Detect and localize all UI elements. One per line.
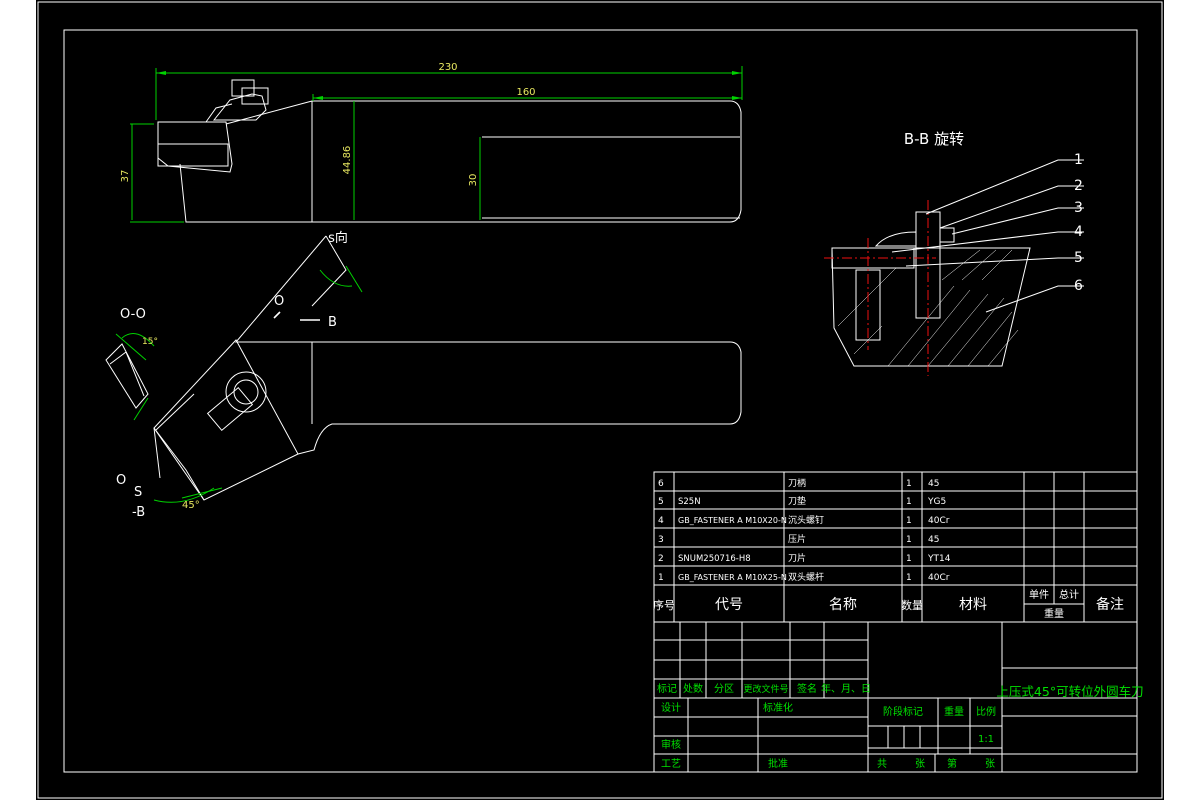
svg-text:40Cr: 40Cr (928, 573, 950, 583)
svg-text:S25N: S25N (678, 497, 701, 507)
tb-label-approve: 批准 (768, 757, 788, 770)
plan-view (105, 235, 742, 503)
tb-sheet-no-label: 第 (947, 757, 957, 770)
dim-height-2: 44.86 (342, 146, 353, 175)
svg-text:1: 1 (658, 573, 664, 583)
bom-header-no: 序号 (653, 598, 675, 612)
angle-15: 15° (142, 337, 158, 347)
bom-row-4: 4 GB_FASTENER A M10X20-N 沉头螺钉 1 40Cr (658, 515, 950, 526)
bom-row-1: 1 GB_FASTENER A M10X25-N 双头螺杆 1 40Cr (658, 571, 950, 583)
section-title: B-B 旋转 (904, 130, 964, 148)
bom-grid (653, 471, 1138, 623)
svg-text:1: 1 (906, 516, 912, 526)
balloon-1: 1 (1074, 152, 1083, 168)
section-mark-s: S (134, 485, 142, 500)
bom-header-name: 名称 (829, 597, 857, 613)
svg-text:4: 4 (658, 516, 664, 526)
tb-label-scale: 比例 (976, 705, 996, 718)
tb-label-count: 处数 (683, 682, 703, 695)
svg-text:SNUM250716-H8: SNUM250716-H8 (678, 554, 751, 564)
outer-frame (37, 1, 1163, 799)
svg-text:刀片: 刀片 (788, 552, 806, 564)
svg-text:GB_FASTENER A M10X25-N: GB_FASTENER A M10X25-N (678, 573, 787, 582)
section-bb (824, 159, 1084, 376)
tb-scale-value: 1:1 (978, 734, 994, 745)
svg-text:6: 6 (658, 479, 664, 489)
svg-text:双头螺杆: 双头螺杆 (788, 571, 824, 583)
bom-header-total: 总计 (1059, 588, 1079, 601)
balloon-4: 4 (1074, 224, 1083, 240)
dim-height: 37 (120, 170, 131, 183)
tb-sheet-unit-1: 张 (915, 758, 925, 770)
bom-header-remark: 备注 (1096, 596, 1124, 613)
svg-text:45: 45 (928, 535, 939, 545)
svg-text:1: 1 (906, 554, 912, 564)
balloon-5: 5 (1074, 250, 1083, 266)
tb-label-change-doc: 更改文件号 (743, 683, 788, 695)
svg-text:YG5: YG5 (927, 497, 946, 507)
section-mark-o: O (274, 294, 284, 309)
svg-text:3: 3 (658, 535, 664, 545)
tb-label-zone: 分区 (714, 683, 734, 695)
bom-header-weight: 重量 (1044, 607, 1064, 620)
svg-text:1: 1 (906, 573, 912, 583)
balloon-2: 2 (1074, 178, 1083, 194)
drawing-title: 上压式45°可转位外圆车刀 (996, 684, 1143, 699)
tb-label-sign: 签名 (797, 682, 817, 695)
bom-header-unit: 单件 (1029, 589, 1049, 601)
bom-row-3: 3 压片 1 45 (658, 533, 939, 545)
bom-row-6: 6 刀柄 1 45 (658, 477, 939, 489)
svg-text:沉头螺钉: 沉头螺钉 (788, 515, 824, 526)
bom-row-2: 2 SNUM250716-H8 刀片 1 YT14 (658, 552, 951, 564)
tb-sheet-unit-2: 张 (985, 758, 995, 770)
drawing-sheet: 230 160 37 44.86 30 s向 O B O-O 15° O S -… (36, 0, 1164, 800)
tb-sheet-total-label: 共 (877, 758, 887, 770)
svg-text:45: 45 (928, 479, 939, 489)
section-mark-b-low: -B (132, 505, 145, 520)
svg-text:刀垫: 刀垫 (788, 495, 806, 507)
svg-text:YT14: YT14 (927, 554, 951, 564)
angle-45: 45° (182, 500, 200, 511)
tb-label-stage: 阶段标记 (883, 705, 923, 718)
section-mark-b: B (328, 315, 337, 330)
tb-label-standard: 标准化 (763, 701, 793, 714)
dim-shank-length: 160 (516, 87, 535, 98)
tb-label-mark: 标记 (657, 683, 677, 695)
bom-header-qty: 数量 (901, 599, 923, 612)
svg-text:刀柄: 刀柄 (788, 477, 806, 489)
svg-text:1: 1 (906, 497, 912, 507)
inner-frame (63, 29, 1138, 773)
svg-text:5: 5 (658, 497, 664, 507)
title-block-grid (653, 621, 1138, 773)
tb-label-weight: 重量 (944, 705, 964, 718)
svg-text:40Cr: 40Cr (928, 516, 950, 526)
detail-label-oo: O-O (120, 307, 146, 322)
svg-text:GB_FASTENER A M10X20-N: GB_FASTENER A M10X20-N (678, 516, 787, 525)
tb-label-review: 审核 (661, 738, 681, 751)
side-view (130, 66, 743, 223)
bom-row-5: 5 S25N 刀垫 1 YG5 (658, 495, 946, 507)
drawing-svg: 230 160 37 44.86 30 s向 O B O-O 15° O S -… (37, 1, 1163, 799)
tb-label-design: 设计 (661, 701, 681, 714)
bom-header-material: 材料 (959, 597, 987, 613)
svg-text:1: 1 (906, 535, 912, 545)
balloon-3: 3 (1074, 200, 1083, 216)
dim-height-3: 30 (468, 174, 479, 187)
svg-text:压片: 压片 (788, 533, 806, 545)
balloon-6: 6 (1074, 278, 1083, 294)
dim-overall-length: 230 (438, 62, 457, 73)
bom-header-code: 代号 (715, 597, 743, 613)
svg-text:2: 2 (658, 554, 664, 564)
section-mark-o-low: O (116, 473, 126, 488)
view-label-s-direction: s向 (328, 230, 348, 246)
svg-text:1: 1 (906, 479, 912, 489)
tb-label-date: 年、月、日 (821, 682, 871, 695)
tb-label-process: 工艺 (661, 758, 681, 770)
